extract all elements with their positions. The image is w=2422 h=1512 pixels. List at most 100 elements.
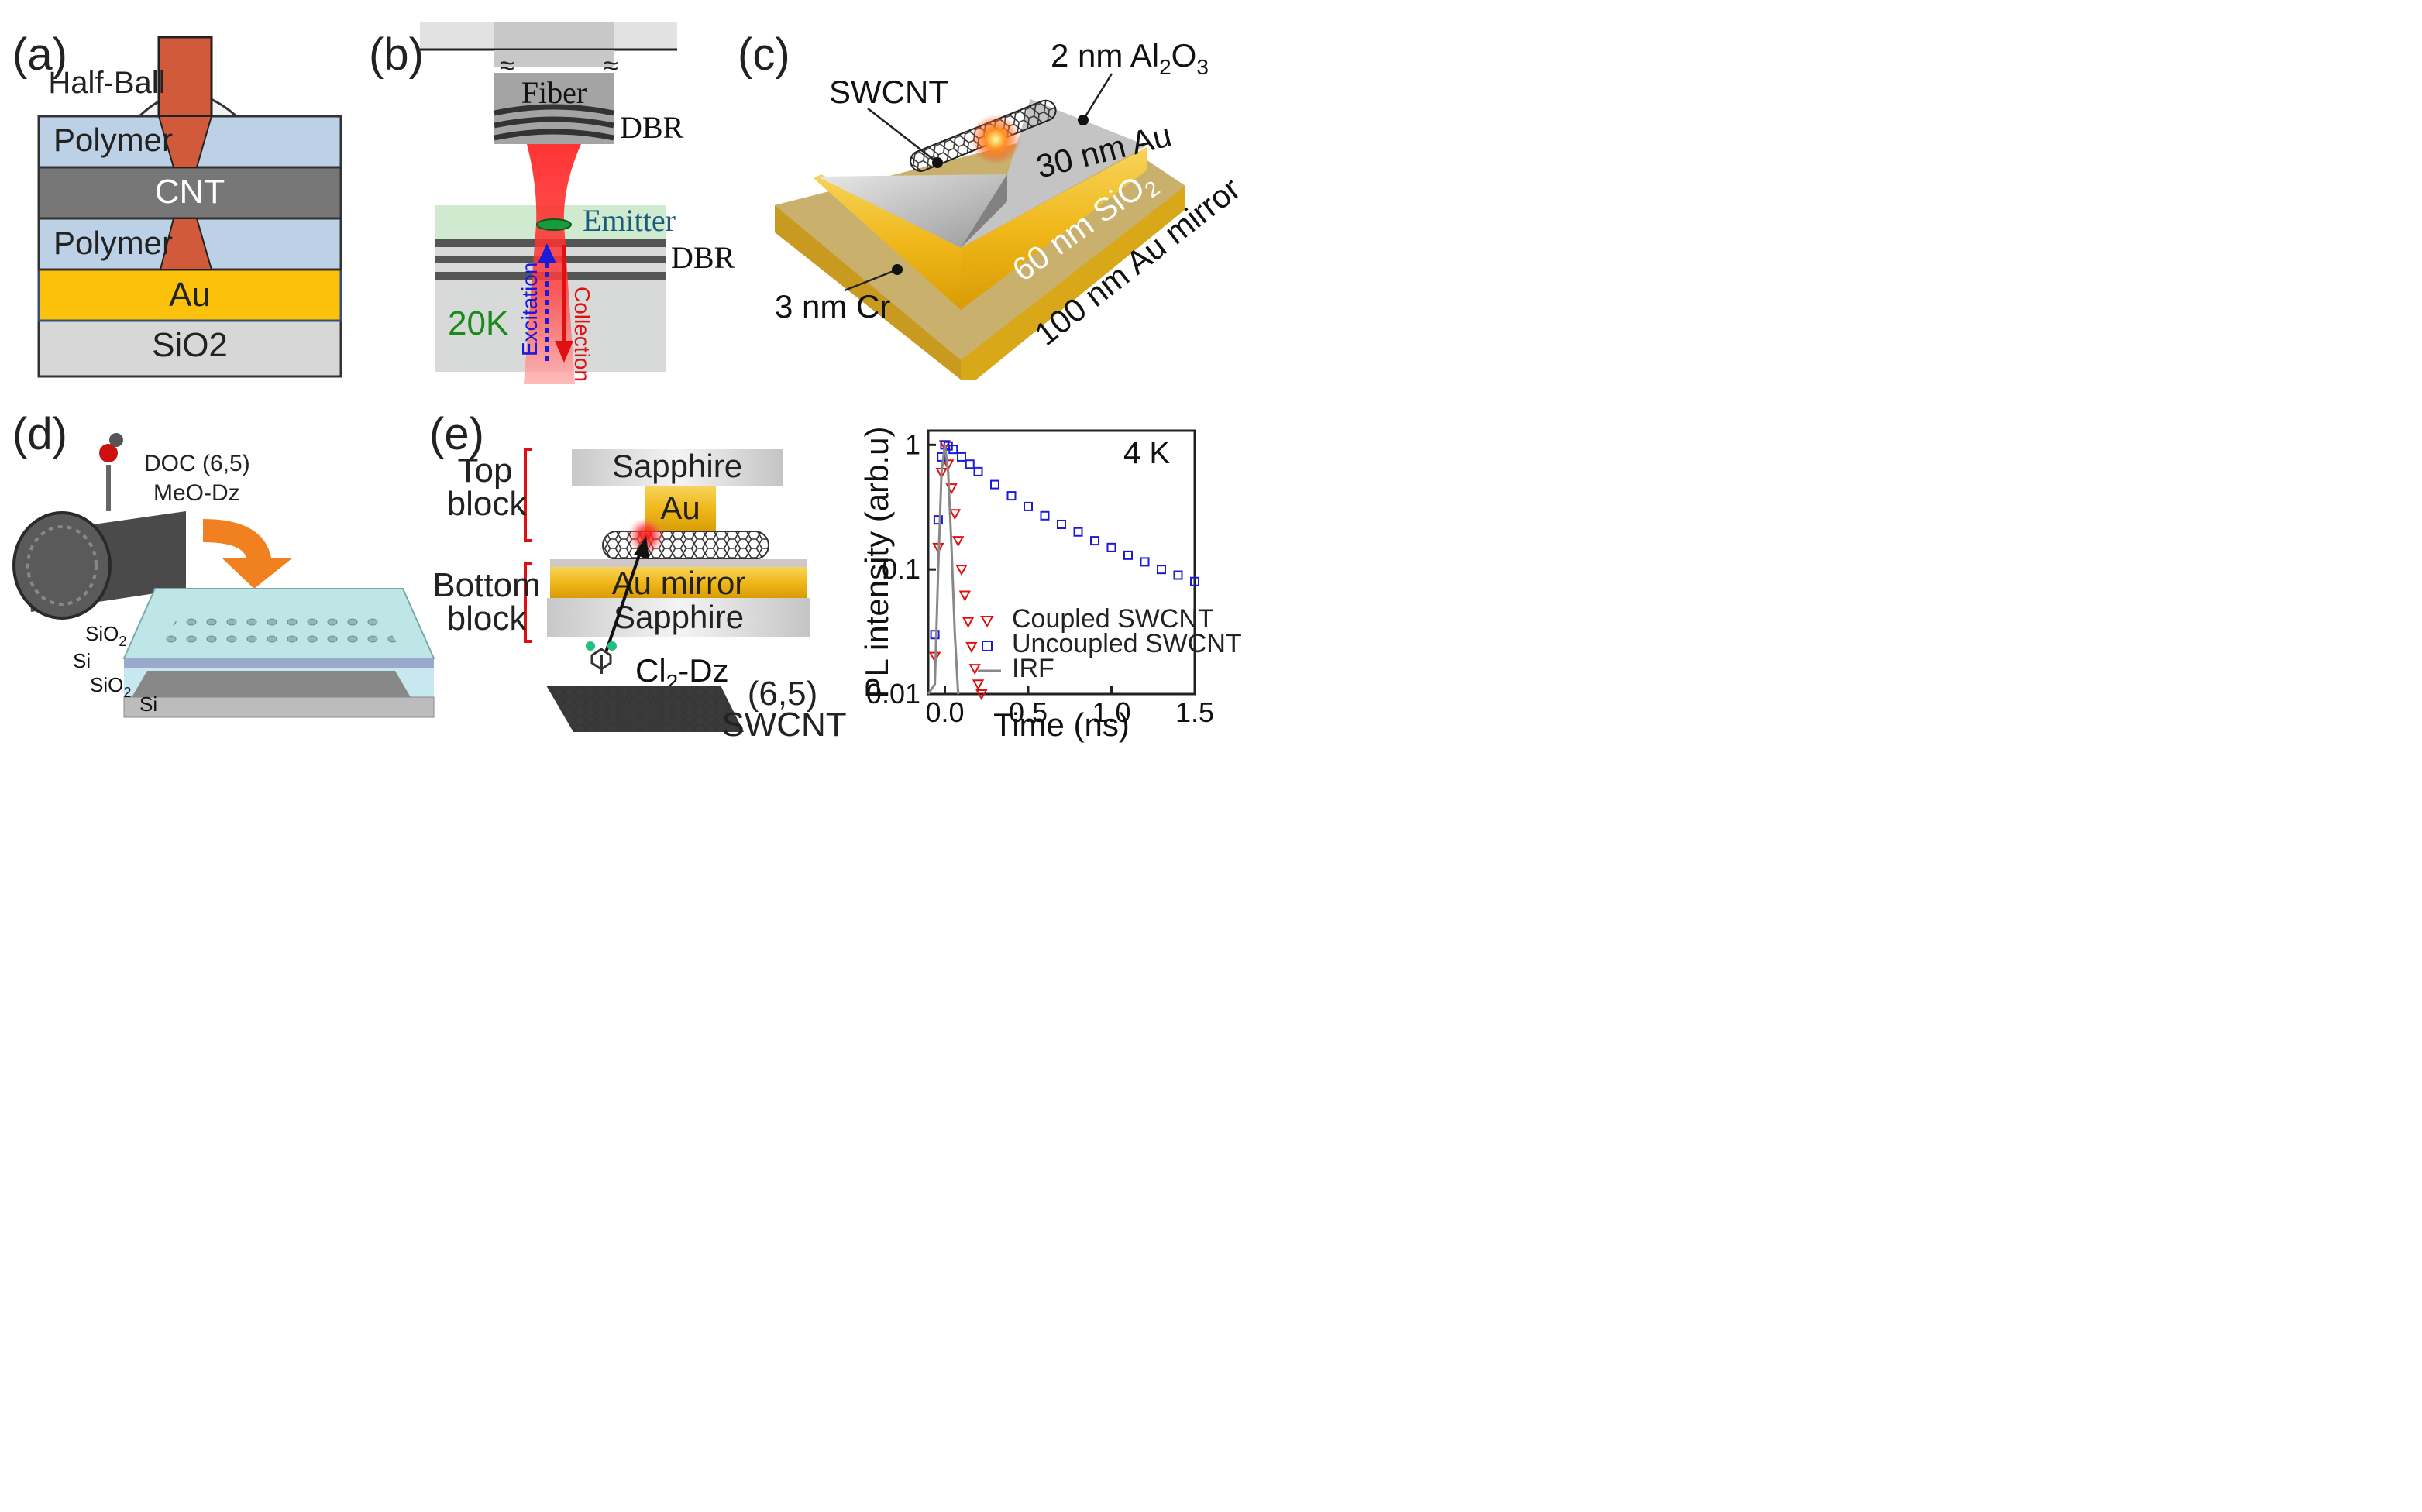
legend-item: IRF [978,654,1054,683]
bottom-block-label-line2: block [447,600,528,637]
panel-label-b: (b) [369,29,424,80]
data-point [1106,542,1116,552]
sapphire-top-block [572,449,783,486]
x-tick-label: 1.0 [1092,696,1130,728]
panel-a: (a) SiO2 Au CNT Polymer Polymer Half-Bal… [12,29,342,378]
sapphire-bottom-block [547,598,810,637]
polymer-top-label: Polymer [53,122,173,158]
gap-shadow [961,174,1007,248]
data-point [933,515,943,525]
molecule-label-line1: DOC (6,5) [144,451,250,476]
dz-label: Cl2-Dz [635,652,729,694]
series-irf [927,445,960,695]
fiber-mid [494,50,614,67]
legend-marker [980,616,994,627]
legend-marker [982,641,993,651]
cr-leader [844,268,898,292]
si-bottom-label: Si [139,692,157,716]
sio2-label: SiO2 [152,326,228,364]
legend-label: Uncoupled SWCNT [1012,629,1242,658]
data-point [972,679,985,691]
excitation-arrowhead [538,243,556,263]
data-point [965,459,975,469]
temperature-label: 20K [448,304,508,342]
dbr-top-label: DBR [620,110,684,145]
data-point [1173,570,1183,580]
swcnt-model-lattice [546,686,744,732]
data-point [965,641,978,653]
half-ball-label: Half-Ball [48,66,165,100]
series-uncoupled-swcnt [930,440,1199,640]
irf-line [927,445,960,695]
data-point [948,445,958,455]
defect-pointer-arrow [604,548,643,653]
panel-label-c: (c) [738,29,790,80]
swcnt-dot [932,157,943,168]
panel-label-a: (a) [12,29,67,80]
data-point [973,466,983,476]
beam-taper-bottom [159,218,213,270]
data-point [1157,565,1166,575]
data-point [952,536,965,548]
y-tick-label: 0.1 [882,553,920,585]
x-tick-label: 0.5 [1009,696,1048,728]
au-label: Au [169,276,211,314]
data-point [1190,576,1199,586]
data-point [975,689,988,701]
legend-item: Coupled SWCNT [980,604,1214,634]
chip-cavity [132,671,411,697]
cl2dz-molecule [586,641,617,674]
cr-dot [892,264,903,275]
sio2-layer [37,318,342,378]
swcnt-leader [867,108,938,163]
defect-pointer-arrowhead [634,536,649,559]
au-pillar-label: Au [660,490,700,526]
data-point [1024,501,1033,511]
top-block-label-line2: block [447,485,528,523]
collection-arrowhead [555,341,573,363]
fiber-top [494,22,614,50]
legend-label: IRF [1012,654,1054,683]
sio2-top-label: SiO2 [85,622,126,649]
spacer-layer [550,559,807,567]
emission-glow [971,115,1020,164]
swcnt-type-label: SWCNT [721,706,846,744]
y-tick-label: 0.01 [866,678,920,710]
chip-si-layer [124,658,434,668]
data-point [1073,527,1083,537]
chip-sio2-layer [124,668,434,697]
au-mirror-label: Au mirror [612,565,746,601]
y-tick-label: 1 [905,428,920,460]
si-top-label: Si [73,649,91,672]
panel-d: (d) DOC (6,5) MeO-Dz SiO2 Si SiO2 Si [12,409,435,718]
top-block-label-line1: Top [458,452,513,490]
polymer-bottom-label: Polymer [53,225,173,261]
data-point [962,617,975,628]
emitter-label: Emitter [583,203,676,238]
legend-item: Uncoupled SWCNT [982,629,1242,658]
panel-e: (e) Top block Bottom block Sapphire Au A… [429,409,847,744]
sapphire-bottom-label: Sapphire [614,599,744,635]
panel-label-d: (d) [12,409,67,459]
fiber-dbr-stripes [494,104,614,141]
bowtie-left-top [817,174,1007,248]
legend-label: Coupled SWCNT [1012,604,1214,634]
gold-right-face [961,147,1147,310]
series-coupled-swcnt [928,440,988,701]
laser-beam [524,144,581,384]
cnt-label: CNT [155,173,225,211]
plot-frame [927,429,1196,696]
data-point [942,459,955,471]
beam-taper-top [157,115,213,168]
bowtie-right-top [961,99,1147,248]
cr-label: 3 nm Cr [775,288,890,325]
emitter-dot [536,218,572,231]
bottom-block-label-line1: Bottom [432,566,540,604]
process-arrow [203,519,293,589]
collection-label: Collection [570,287,594,382]
swcnt-chirality-label: (6,5) [748,675,817,713]
data-point [968,664,981,675]
